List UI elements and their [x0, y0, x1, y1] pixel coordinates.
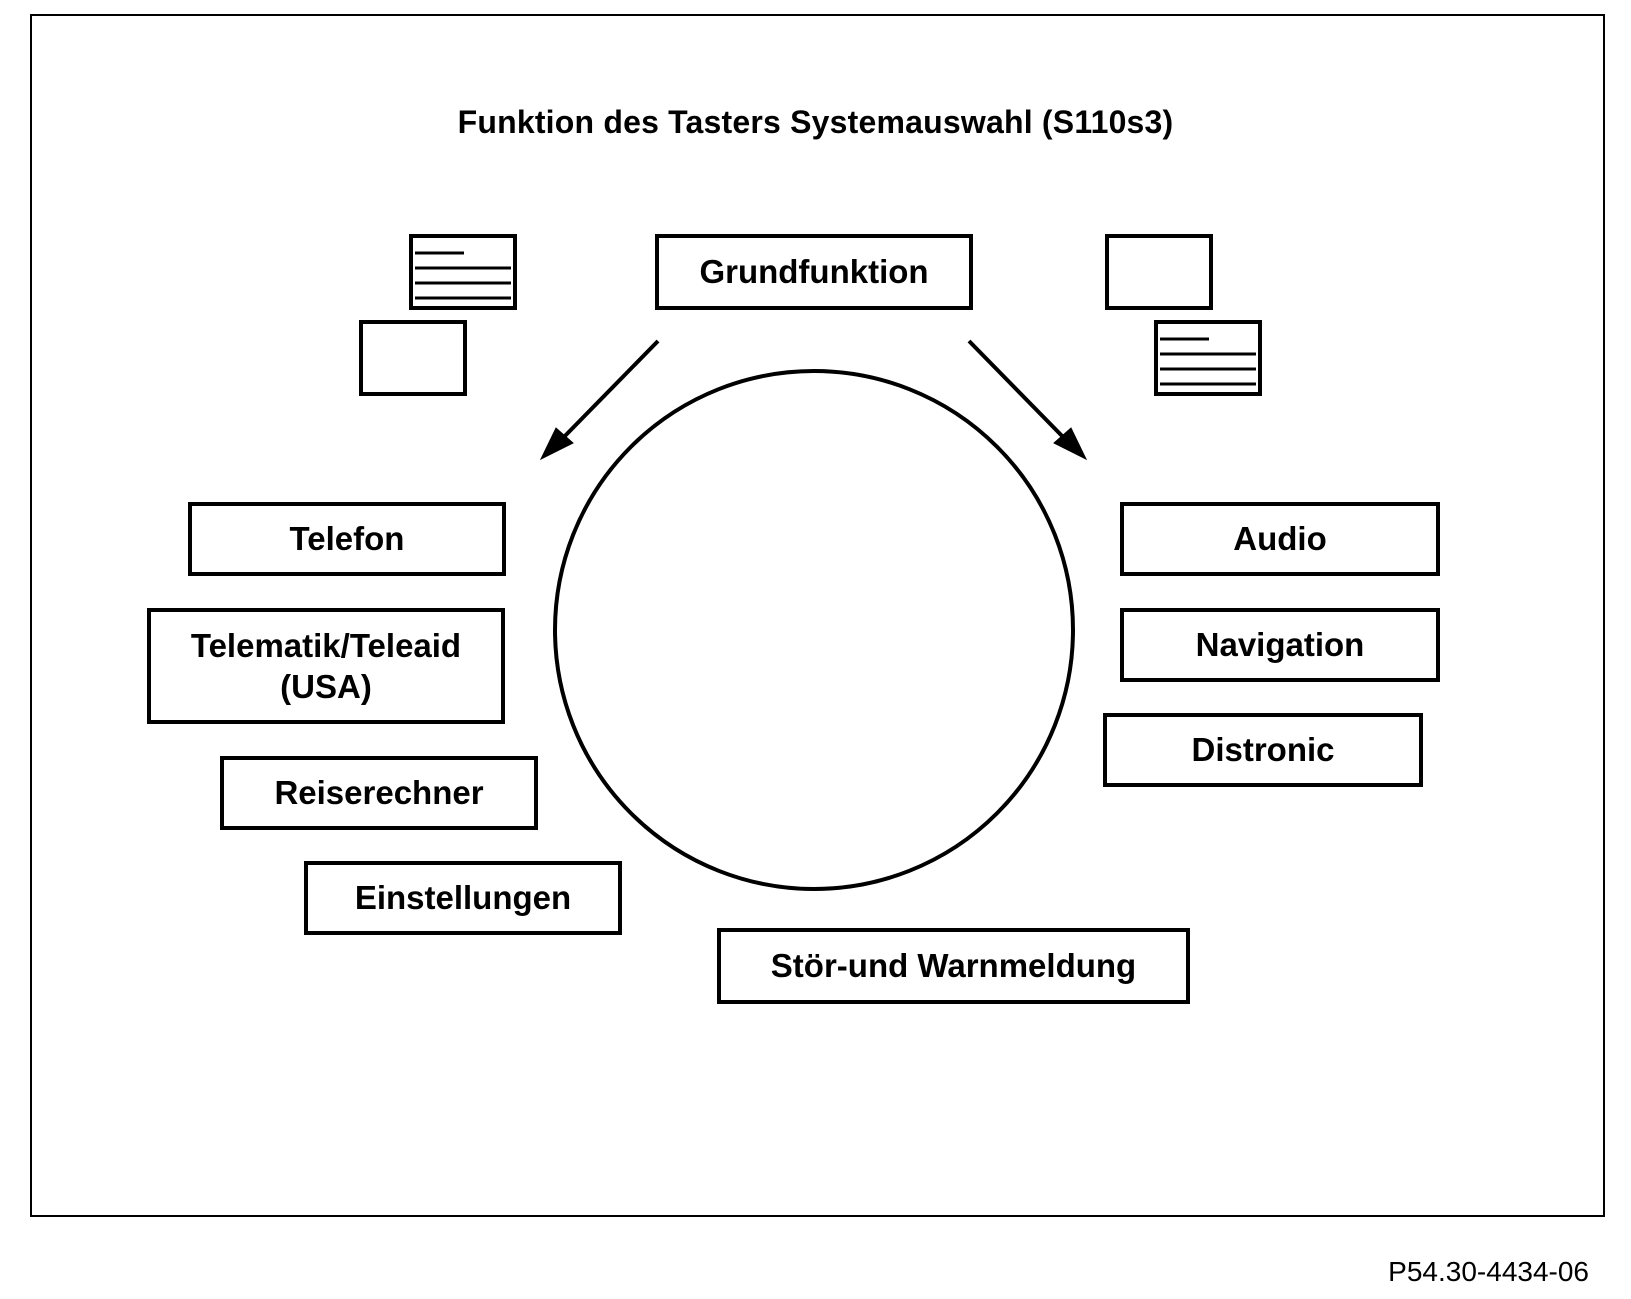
box-distronic: Distronic	[1103, 713, 1423, 787]
diagram-frame	[30, 14, 1605, 1217]
box-telematik: Telematik/Teleaid (USA)	[147, 608, 505, 724]
arrow-left	[539, 339, 660, 461]
diagram-title: Funktion des Tasters Systemauswahl (S110…	[457, 104, 1174, 140]
display-screens-icon	[359, 234, 517, 396]
box-reiserechner: Reiserechner	[220, 756, 538, 830]
box-einstellungen: Einstellungen	[304, 861, 622, 935]
box-audio: Audio	[1120, 502, 1440, 576]
display-screens-icon	[1105, 234, 1262, 396]
box-grundfunktion: Grundfunktion	[655, 234, 973, 310]
arrow-right	[967, 339, 1088, 461]
box-navigation: Navigation	[1120, 608, 1440, 682]
box-stoer-warnmeldung: Stör-und Warnmeldung	[717, 928, 1190, 1004]
box-telefon: Telefon	[188, 502, 506, 576]
figure-reference: P54.30-4434-06	[1388, 1256, 1589, 1287]
cycle-circle	[553, 369, 1075, 891]
